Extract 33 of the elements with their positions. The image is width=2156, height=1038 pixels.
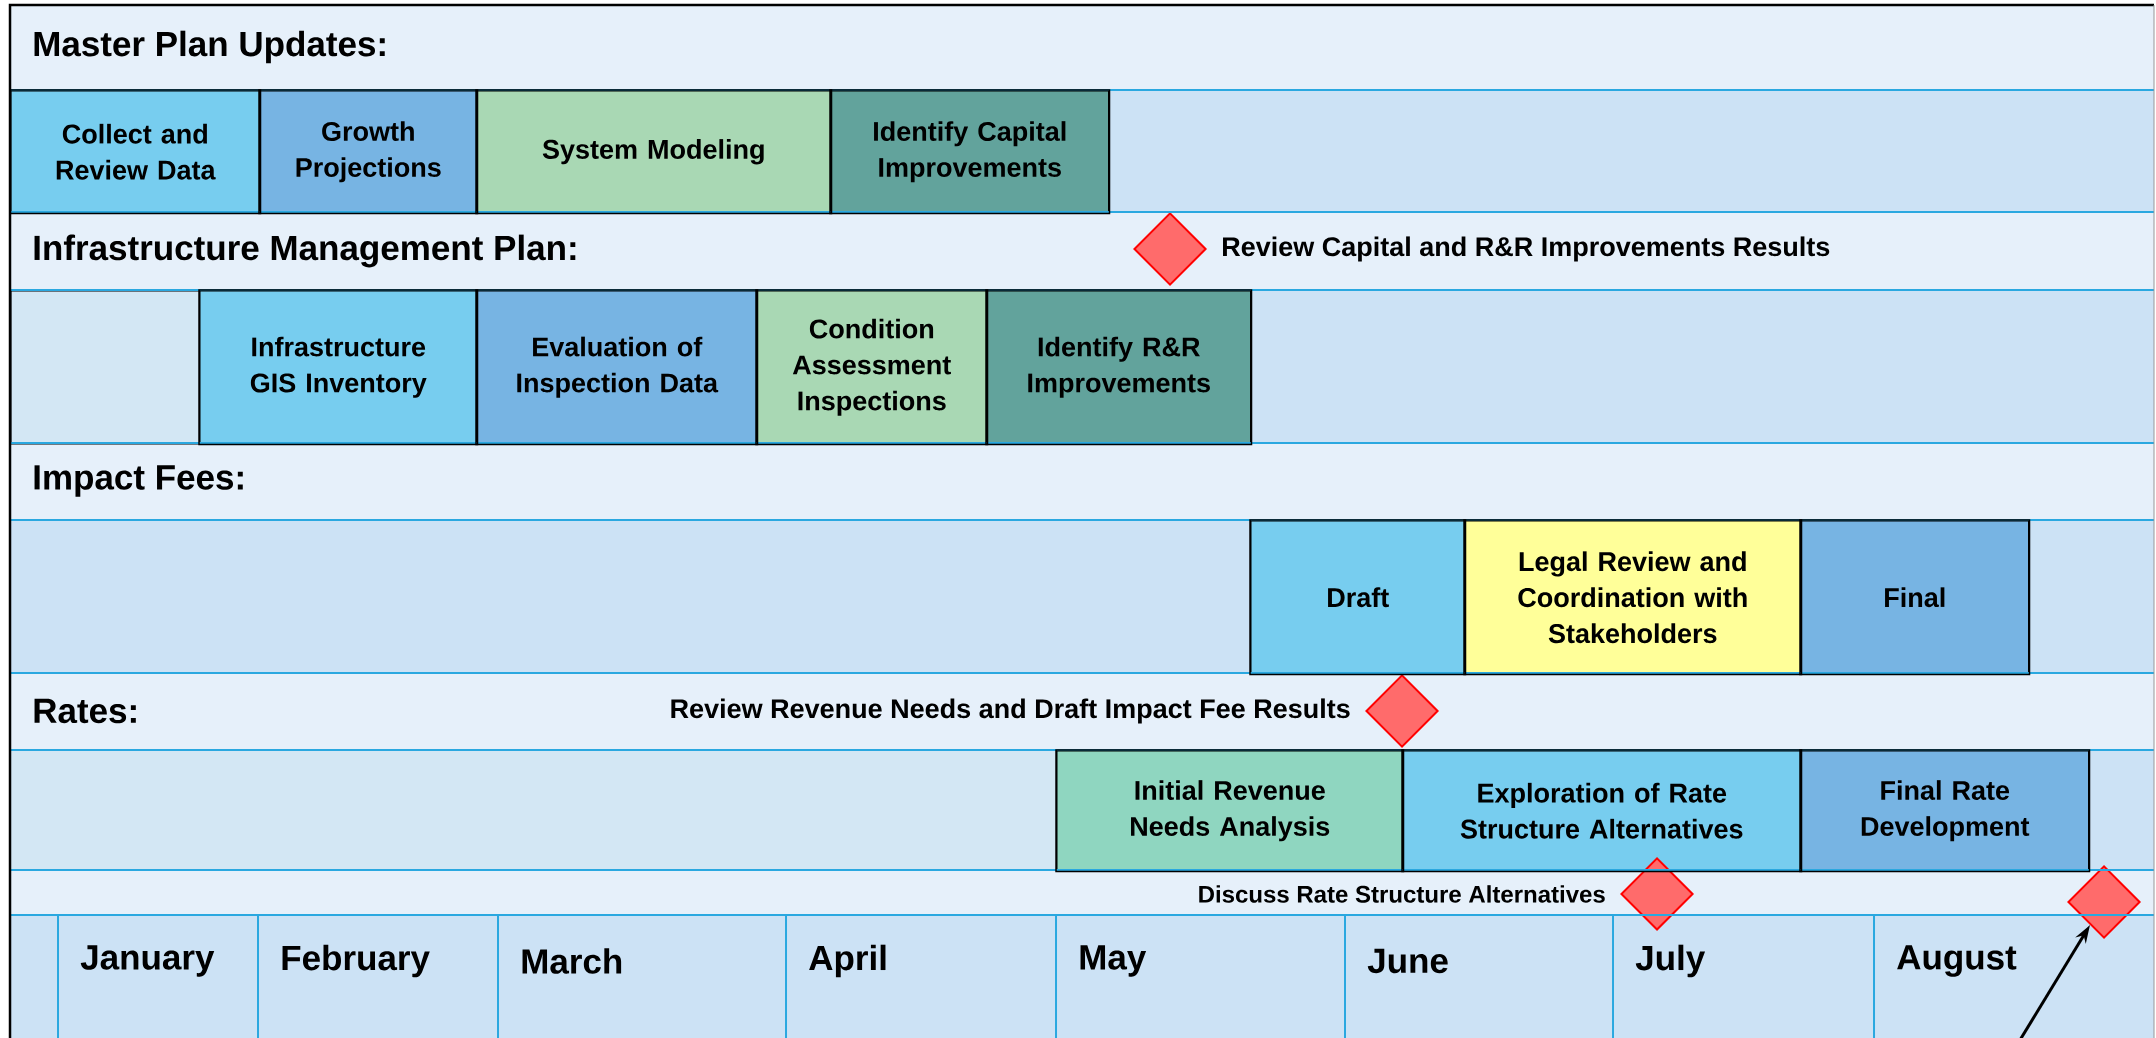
row-header: Master Plan Updates: bbox=[34, 30, 385, 64]
milestone-diamond bbox=[1620, 857, 1694, 931]
task-box: Growth Projections bbox=[259, 90, 478, 214]
month-label: June bbox=[1367, 948, 1448, 974]
milestone-diamond bbox=[2067, 865, 2141, 939]
row-header: Rates: bbox=[34, 698, 136, 724]
milestone-label: Review Revenue Needs and Draft Impact Fee Results bbox=[671, 698, 1350, 724]
month-label: January bbox=[80, 945, 215, 977]
row-header: Infrastructure Management Plan: bbox=[34, 234, 576, 268]
milestone-label: Discuss Rate Structure Alternatives bbox=[1199, 885, 1605, 903]
task-box: Final bbox=[1800, 520, 2030, 675]
task-box: Exploration of Rate Structure Alternatives bbox=[1402, 750, 1802, 872]
task-box: System Modeling bbox=[476, 90, 832, 214]
task-box: Legal Review and Coordination with Stakeholders bbox=[1464, 520, 1802, 675]
task-box: Evaluation of Inspection Data bbox=[476, 290, 758, 445]
task-box: Draft bbox=[1250, 520, 1466, 675]
month-label: July bbox=[1635, 944, 1706, 978]
task-box: Collect and Review Data bbox=[10, 90, 261, 214]
month-label: April bbox=[809, 944, 886, 978]
task-box: Final Rate Development bbox=[1800, 750, 2090, 872]
milestone-label: Review Capital and R&R Improvements Results bbox=[1223, 236, 1830, 262]
month-label: February bbox=[282, 944, 430, 978]
row-header: Impact Fees: bbox=[34, 465, 243, 497]
task-box: Initial Revenue Needs Analysis bbox=[1056, 750, 1404, 872]
milestone-diamond bbox=[1365, 674, 1439, 748]
month-label: May bbox=[1080, 945, 1147, 977]
month-label: August bbox=[1897, 945, 2017, 977]
milestone-diamond bbox=[1133, 212, 1207, 286]
task-box: Identify Capital Improvements bbox=[830, 90, 1110, 214]
month-label: March bbox=[522, 948, 622, 974]
task-box: Identify R&R Improvements bbox=[986, 290, 1252, 445]
task-box: Condition Assessment Inspections bbox=[756, 290, 988, 445]
task-box: Infrastructure GIS Inventory bbox=[199, 290, 478, 445]
